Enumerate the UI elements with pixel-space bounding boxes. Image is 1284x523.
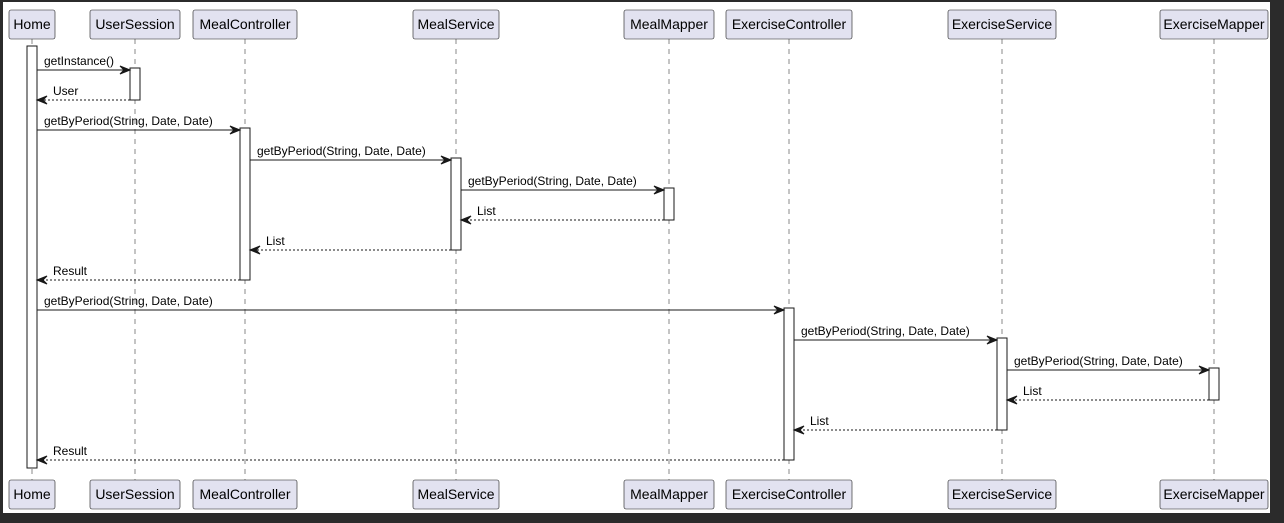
participant-home-bottom: Home xyxy=(8,479,56,510)
participant-exercise-service-bottom: ExerciseService xyxy=(947,479,1057,510)
message-call-meal-service: getByPeriod(String, Date, Date) xyxy=(250,144,453,165)
arrow-head-icon xyxy=(792,425,805,435)
message-call-exercise-controller: getByPeriod(String, Date, Date) xyxy=(37,294,786,315)
participant-user-session-top: UserSession xyxy=(89,9,181,40)
participant-meal-mapper-bottom: MealMapper xyxy=(623,479,715,510)
message-label: getByPeriod(String, Date, Date) xyxy=(468,174,637,188)
message-return-meal-controller: List xyxy=(248,234,451,255)
participant-exercise-service-top: ExerciseService xyxy=(947,9,1057,40)
participant-meal-service-bottom: MealService xyxy=(412,479,500,510)
message-call-exercise-mapper: getByPeriod(String, Date, Date) xyxy=(1007,354,1211,375)
arrow-head-icon xyxy=(229,125,242,135)
participant-label: Home xyxy=(13,486,51,502)
participant-label: ExerciseController xyxy=(732,16,847,32)
message-label: List xyxy=(477,204,496,218)
message-call-meal-mapper: getByPeriod(String, Date, Date) xyxy=(461,174,666,195)
activation-bar-meal-controller xyxy=(239,127,251,281)
arrow-head-icon xyxy=(35,455,48,465)
participant-exercise-mapper-bottom: ExerciseMapper xyxy=(1159,479,1269,510)
activation-bar-user-session xyxy=(129,67,141,101)
activation-bar-exercise-controller xyxy=(783,307,795,461)
arrow-head-icon xyxy=(1198,365,1211,375)
message-return-home: Result xyxy=(35,444,784,465)
message-return-meal-service: List xyxy=(459,204,664,225)
participant-label: ExerciseService xyxy=(952,486,1053,502)
participant-exercise-controller-bottom: ExerciseController xyxy=(725,479,853,510)
arrow-head-icon xyxy=(1005,395,1018,405)
participant-exercise-controller-top: ExerciseController xyxy=(725,9,853,40)
arrow-head-icon xyxy=(35,95,48,105)
participant-label: ExerciseMapper xyxy=(1163,16,1264,32)
participant-meal-mapper-top: MealMapper xyxy=(623,9,715,40)
message-label: User xyxy=(53,84,78,98)
message-label: List xyxy=(266,234,285,248)
arrow-head-icon xyxy=(653,185,666,195)
participant-label: MealService xyxy=(417,16,494,32)
arrow-head-icon xyxy=(248,245,261,255)
message-return-home: Result xyxy=(35,264,240,285)
participant-exercise-mapper-top: ExerciseMapper xyxy=(1159,9,1269,40)
message-label: getByPeriod(String, Date, Date) xyxy=(44,294,213,308)
participant-label: MealController xyxy=(199,486,290,502)
activation-bar-exercise-mapper xyxy=(1208,367,1220,401)
activation-bar-exercise-service xyxy=(996,337,1008,431)
activation-bar-meal-service xyxy=(450,157,462,251)
participant-label: MealMapper xyxy=(630,486,708,502)
participant-label: MealMapper xyxy=(630,16,708,32)
message-return-home: User xyxy=(35,84,130,105)
message-label: List xyxy=(810,414,829,428)
message-label: getByPeriod(String, Date, Date) xyxy=(801,324,970,338)
arrow-head-icon xyxy=(459,215,472,225)
participant-label: UserSession xyxy=(95,16,174,32)
participant-meal-controller-top: MealController xyxy=(192,9,298,40)
message-label: getInstance() xyxy=(44,54,114,68)
activation-bar-meal-mapper xyxy=(663,187,675,221)
message-label: getByPeriod(String, Date, Date) xyxy=(44,114,213,128)
sequence-diagram: HomeHomeUserSessionUserSessionMealContro… xyxy=(8,9,1269,510)
participant-label: Home xyxy=(13,16,51,32)
participant-label: ExerciseController xyxy=(732,486,847,502)
participant-meal-service-top: MealService xyxy=(412,9,500,40)
participant-label: MealController xyxy=(199,16,290,32)
message-return-exercise-controller: List xyxy=(792,414,997,435)
arrow-head-icon xyxy=(119,65,132,75)
participant-label: ExerciseService xyxy=(952,16,1053,32)
message-call-exercise-service: getByPeriod(String, Date, Date) xyxy=(794,324,999,345)
participant-label: MealService xyxy=(417,486,494,502)
message-label: List xyxy=(1023,384,1042,398)
message-call-meal-controller: getByPeriod(String, Date, Date) xyxy=(37,114,242,135)
message-label: getByPeriod(String, Date, Date) xyxy=(1014,354,1183,368)
participant-user-session-bottom: UserSession xyxy=(89,479,181,510)
message-call-user-session: getInstance() xyxy=(37,54,132,75)
participant-label: ExerciseMapper xyxy=(1163,486,1264,502)
participant-meal-controller-bottom: MealController xyxy=(192,479,298,510)
arrow-head-icon xyxy=(440,155,453,165)
arrow-head-icon xyxy=(773,305,786,315)
participant-label: UserSession xyxy=(95,486,174,502)
arrow-head-icon xyxy=(35,275,48,285)
participant-home-top: Home xyxy=(8,9,56,40)
activation-bar-home xyxy=(26,45,38,469)
message-return-exercise-service: List xyxy=(1005,384,1209,405)
message-label: Result xyxy=(53,444,88,458)
arrow-head-icon xyxy=(986,335,999,345)
message-label: getByPeriod(String, Date, Date) xyxy=(257,144,426,158)
message-label: Result xyxy=(53,264,88,278)
